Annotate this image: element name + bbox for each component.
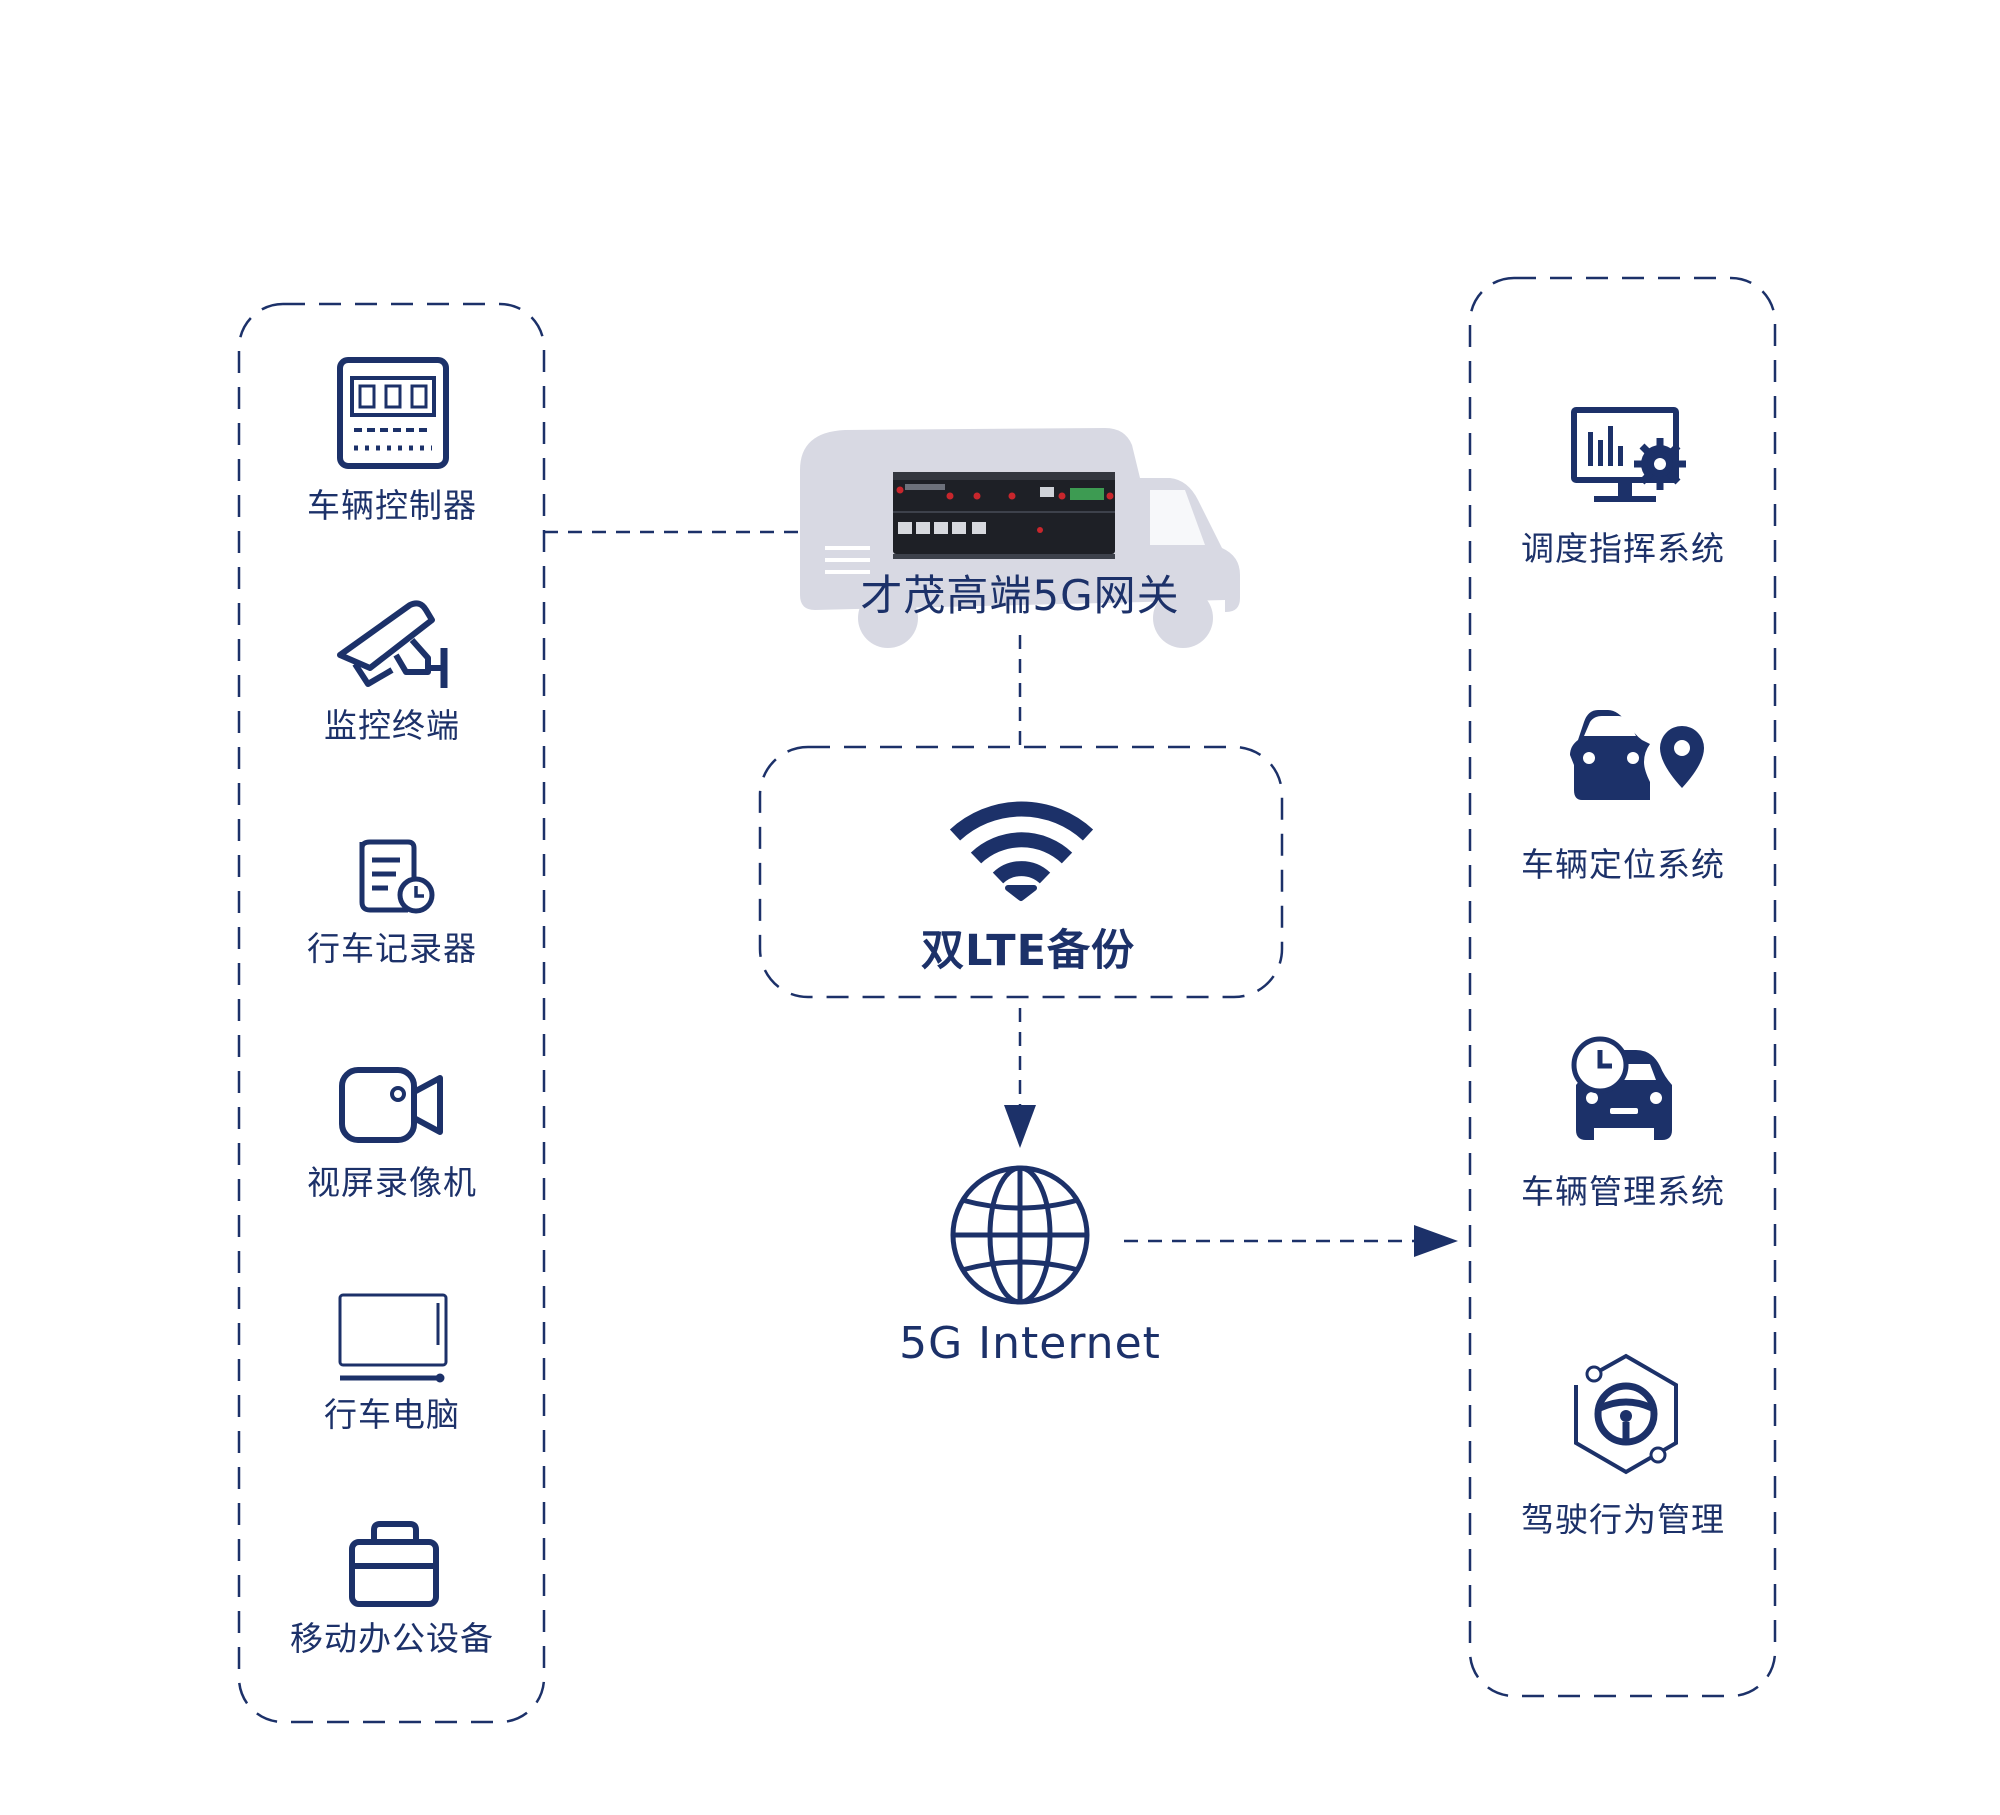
left-item-label-video-recorder: 视屏录像机 <box>307 1163 477 1202</box>
5g-gateway-router-icon <box>893 472 1115 559</box>
gateway-label: 才茂高端5G网关 <box>860 571 1180 620</box>
globe-icon <box>950 1165 1090 1305</box>
lte-backup-border <box>758 745 1284 999</box>
wifi-signal-icon <box>949 801 1094 901</box>
lte-backup-label: 双LTE备份 <box>921 926 1135 976</box>
dispatch-monitor-icon <box>1571 407 1686 502</box>
right-panel-border <box>1468 276 1777 1698</box>
cctv-camera-icon <box>337 600 448 688</box>
right-item-label-vehicle-management: 车辆管理系统 <box>1521 1172 1725 1211</box>
monitor-icon <box>338 1293 448 1383</box>
recorder-document-icon <box>359 839 435 914</box>
car-clock-icon <box>1571 1036 1672 1140</box>
left-item-label-monitoring-terminal: 监控终端 <box>324 706 460 745</box>
arrow-to-internet <box>1004 1105 1036 1148</box>
briefcase-icon <box>349 1521 439 1607</box>
right-item-label-dispatch-system: 调度指挥系统 <box>1521 529 1725 568</box>
car-location-icon <box>1570 710 1704 800</box>
arrow-to-right-panel <box>1414 1225 1458 1257</box>
controller-icon <box>337 357 449 469</box>
left-item-label-mobile-office-device: 移动办公设备 <box>290 1619 494 1658</box>
left-item-label-vehicle-controller: 车辆控制器 <box>307 486 477 525</box>
internet-label: 5G Internet <box>899 1318 1161 1369</box>
left-item-label-vehicle-computer: 行车电脑 <box>324 1395 460 1434</box>
video-camera-icon <box>339 1067 443 1143</box>
steering-wheel-icon <box>1574 1353 1678 1475</box>
left-item-label-driving-recorder: 行车记录器 <box>307 929 477 968</box>
left-panel-border <box>237 302 546 1724</box>
right-item-label-vehicle-positioning: 车辆定位系统 <box>1521 845 1725 884</box>
right-item-label-driving-behavior: 驾驶行为管理 <box>1521 1500 1725 1539</box>
